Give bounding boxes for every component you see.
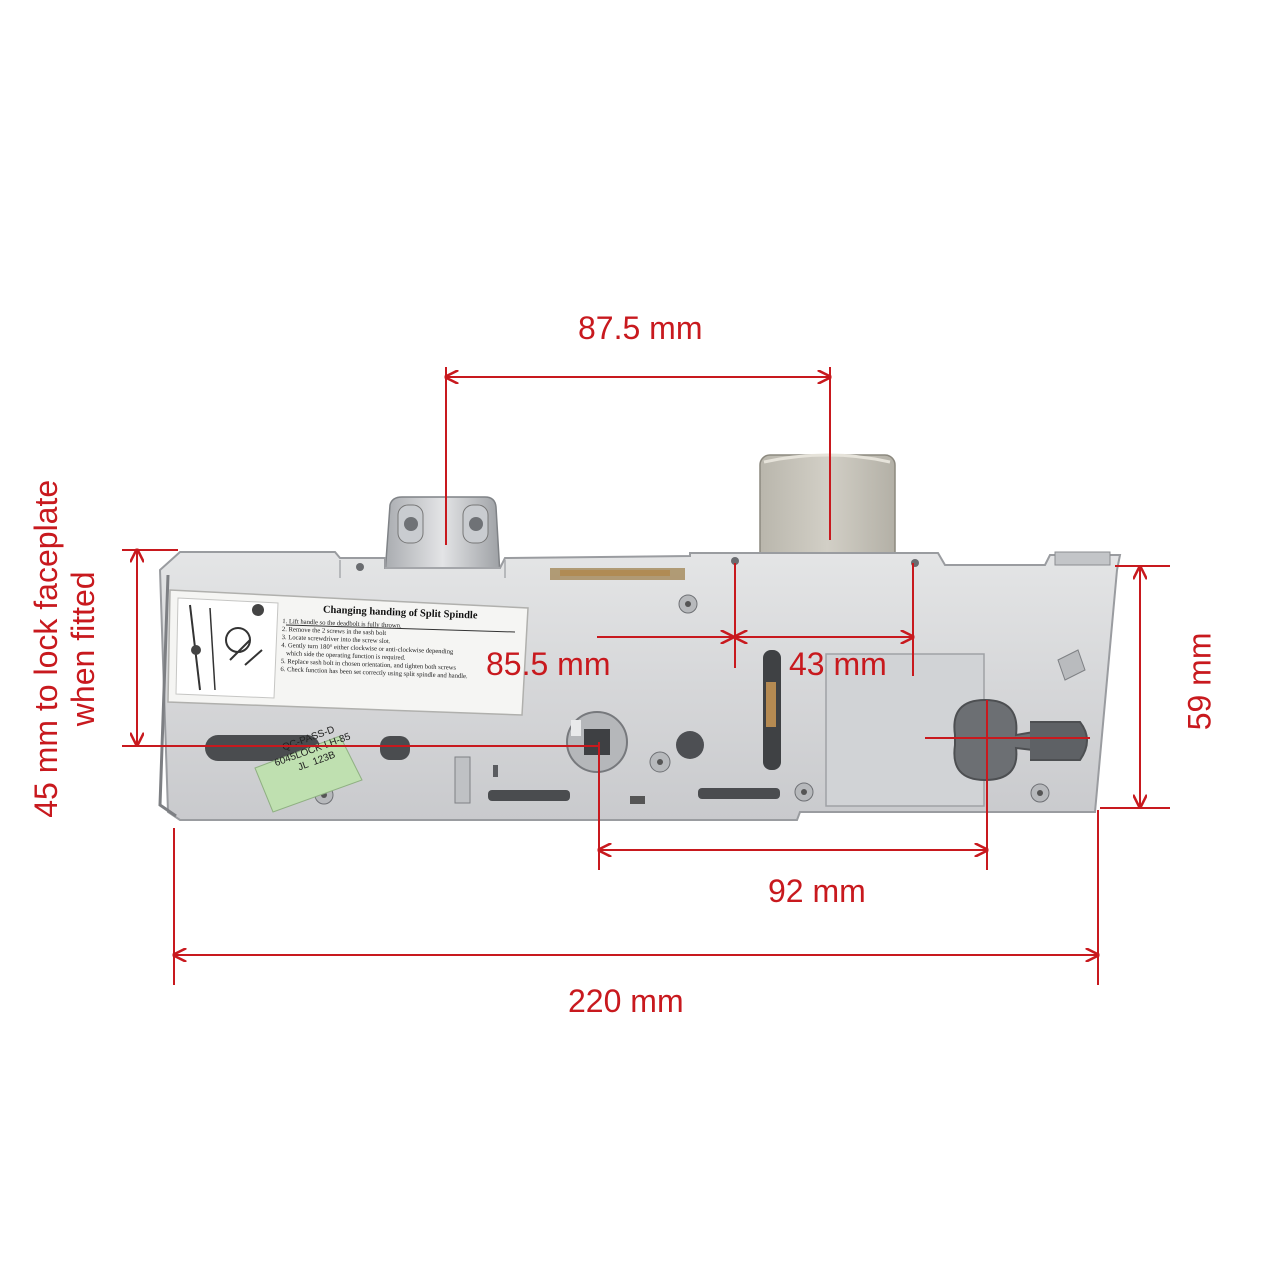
faceplate-line-2: when fitted — [65, 571, 101, 727]
hook-latch — [384, 496, 501, 576]
dim-label-overall-length: 220 mm — [568, 983, 684, 1019]
bottom-slots — [488, 788, 780, 804]
vertical-slot — [763, 650, 781, 770]
dim-label-bolt-edge: 43 mm — [789, 646, 887, 682]
dim-label-faceplate: 45 mm to lock faceplate when fitted — [28, 449, 102, 849]
instruction-sticker — [167, 589, 529, 716]
spindle-follower — [566, 711, 628, 773]
dim-label-body-height: 59 mm — [1181, 632, 1218, 731]
dim-label-bolt-spacing: 87.5 mm — [578, 310, 703, 346]
dim-label-spindle-offset: 85.5 mm — [486, 646, 611, 682]
dim-label-centres: 92 mm — [768, 873, 866, 909]
faceplate-line-1: 45 mm to lock faceplate — [28, 479, 65, 818]
